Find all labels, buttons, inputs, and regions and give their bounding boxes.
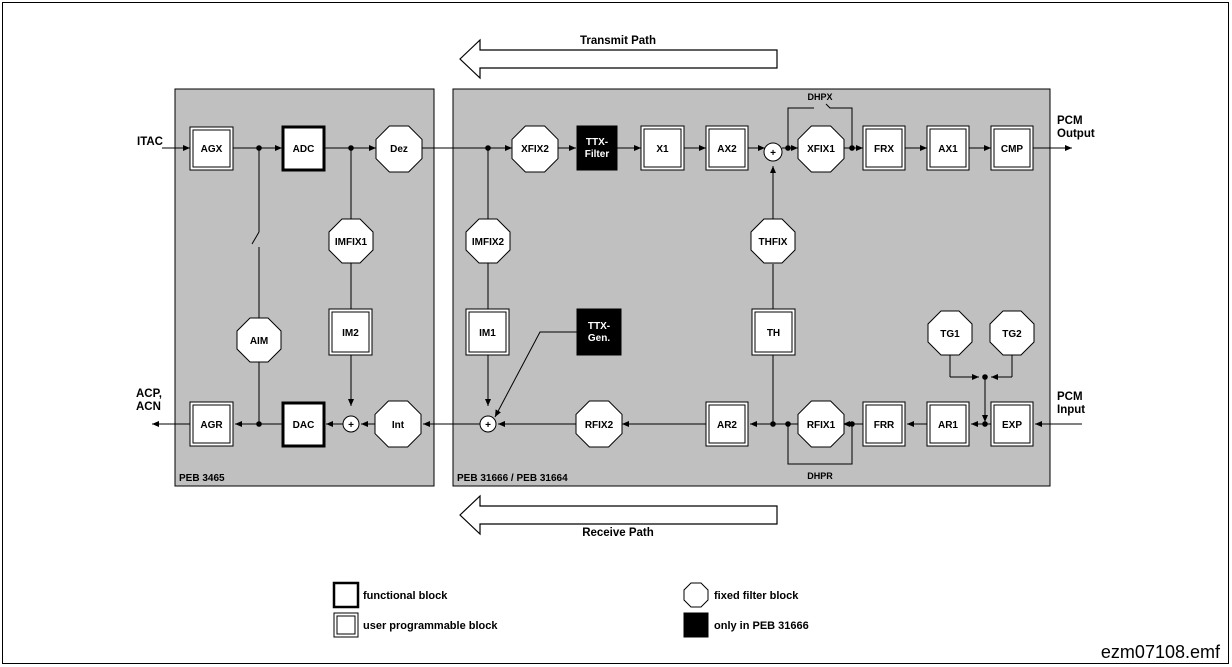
transmit-path-arrow: Transmit Path [459,35,778,80]
dhpr-label: DHPR [807,471,833,481]
svg-text:fixed filter block: fixed filter block [714,590,799,602]
svg-text:AX1: AX1 [938,144,958,155]
ax2-block: AX2 [705,125,749,171]
svg-text:TG2: TG2 [1002,329,1022,340]
acp-label: ACP, [136,388,162,400]
filename-label: ezm07108.emf [1100,642,1220,662]
itac-label: ITAC [137,136,163,148]
junction-dots [256,145,988,427]
legend-programmable: user programmable block [333,612,498,638]
rfix1-octagon: RFIX1 [797,400,845,448]
frx-block: FRX [862,125,906,171]
svg-text:IMFIX2: IMFIX2 [472,237,505,248]
svg-text:RFIX1: RFIX1 [807,420,836,431]
pcm-input-label-2: Input [1057,404,1085,416]
chip-label-peb31666: PEB 31666 / PEB 31664 [457,473,568,484]
adc-block: ADC [281,125,326,172]
ttx-gen-block: TTX- Gen. [576,308,622,356]
ar2-block: AR2 [705,401,749,447]
adder-transmit: + [763,142,783,162]
tg2-octagon: TG2 [989,310,1035,356]
ar1-block: AR1 [926,401,970,447]
chip-label-peb3465: PEB 3465 [179,473,225,484]
aim-octagon: AIM [236,317,282,363]
svg-text:AX2: AX2 [717,144,737,155]
svg-text:Filter: Filter [585,149,610,160]
svg-text:AR2: AR2 [717,420,737,431]
svg-text:IM2: IM2 [342,328,359,339]
svg-text:EXP: EXP [1002,420,1022,431]
adder-dac: + [342,415,360,433]
rfix2-octagon: RFIX2 [575,400,623,448]
ttx-filter-block: TTX- Filter [576,125,618,171]
svg-text:AGR: AGR [200,420,223,431]
pcm-output-label-2: Output [1057,128,1095,140]
svg-text:Int: Int [392,420,405,431]
svg-text:AR1: AR1 [938,420,958,431]
xfix2-octagon: XFIX2 [511,125,559,173]
th-block: TH [751,308,796,356]
svg-text:only in PEB 31666: only in PEB 31666 [714,620,809,632]
svg-text:+: + [348,420,354,431]
svg-text:IM1: IM1 [479,328,496,339]
svg-text:functional block: functional block [363,590,448,602]
svg-text:THFIX: THFIX [759,237,788,248]
svg-text:TTX-: TTX- [588,321,610,332]
svg-text:TTX-: TTX- [586,137,608,148]
legend-only-31666: only in PEB 31666 [683,612,809,638]
signal-lines [152,103,1082,465]
x1-block: X1 [640,125,685,171]
tg1-octagon: TG1 [927,310,973,356]
svg-text:Gen.: Gen. [588,333,610,344]
svg-text:X1: X1 [656,144,669,155]
svg-text:AGX: AGX [201,144,223,155]
receive-path-label: Receive Path [582,527,654,539]
svg-text:+: + [770,148,776,159]
agx-block: AGX [189,126,234,171]
svg-text:ADC: ADC [293,144,315,155]
exp-block: EXP [990,401,1034,447]
legend-functional: functional block [332,581,448,609]
svg-text:FRR: FRR [874,420,895,431]
acn-label: ACN [136,401,161,413]
thfix-octagon: THFIX [750,218,796,264]
legend-fixed: fixed filter block [683,582,799,608]
agr-block: AGR [189,401,234,447]
svg-text:+: + [485,420,491,431]
svg-text:RFIX2: RFIX2 [585,420,614,431]
svg-text:IMFIX1: IMFIX1 [335,237,368,248]
svg-text:XFIX2: XFIX2 [521,144,549,155]
dhpx-label: DHPX [807,92,832,102]
svg-text:FRX: FRX [874,144,894,155]
imfix1-octagon: IMFIX1 [328,218,374,264]
svg-text:user programmable block: user programmable block [363,620,498,632]
svg-text:CMP: CMP [1001,144,1024,155]
imfix2-octagon: IMFIX2 [465,218,511,264]
cmp-block: CMP [990,125,1034,171]
svg-text:Dez: Dez [390,144,408,155]
frr-block: FRR [862,401,906,447]
svg-text:TG1: TG1 [940,329,960,340]
adder-receive: + [479,415,497,433]
svg-text:DAC: DAC [293,420,315,431]
svg-text:TH: TH [767,328,780,339]
im1-block: IM1 [465,308,510,356]
transmit-path-label: Transmit Path [580,35,656,47]
int-octagon: Int [374,400,422,448]
dez-octagon: Dez [375,125,423,173]
pcm-output-label-1: PCM [1057,115,1083,127]
legend: functional block user programmable block… [332,581,809,638]
dac-block: DAC [281,401,326,448]
xfix1-octagon: XFIX1 [797,125,845,173]
pcm-input-label-1: PCM [1057,391,1083,403]
svg-text:XFIX1: XFIX1 [807,144,835,155]
ax1-block: AX1 [926,125,970,171]
receive-path-arrow: Receive Path [459,494,778,539]
im2-block: IM2 [328,308,373,356]
svg-text:AIM: AIM [250,336,268,347]
